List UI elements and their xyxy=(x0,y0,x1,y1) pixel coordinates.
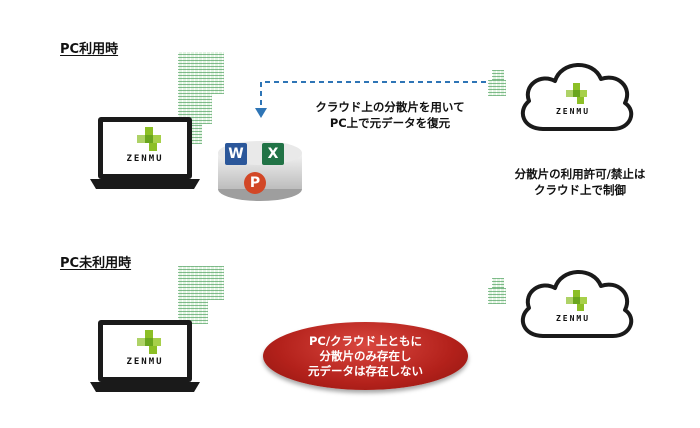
data-fragment-cloud-bottom xyxy=(488,278,508,304)
zenmu-logo-icon xyxy=(137,330,161,354)
zenmu-logo-icon xyxy=(137,127,161,151)
restore-caption: クラウド上の分散片を用いて PC上で元データを復元 xyxy=(305,99,475,131)
restore-caption-line-1: クラウド上の分散片を用いて xyxy=(315,100,465,114)
restore-caption-line-2: PC上で元データを復元 xyxy=(329,116,451,130)
laptop-bottom xyxy=(90,320,200,392)
status-bubble: PC/クラウド上ともに 分散片のみ存在し 元データは存在しない xyxy=(263,322,468,390)
status-bubble-line-3: 元データは存在しない xyxy=(308,363,423,378)
laptop-top-screen: ZENMU xyxy=(103,120,187,172)
cloud-top xyxy=(520,63,634,131)
data-fragment-laptop-bottom xyxy=(178,266,224,324)
permission-caption: 分散片の利用許可/禁止は クラウド上で制御 xyxy=(500,166,660,198)
permission-caption-line-1: 分散片の利用許可/禁止は xyxy=(514,167,646,181)
word-icon: W xyxy=(225,143,247,165)
excel-icon: X xyxy=(262,143,284,165)
laptop-top-logo-text: ZENMU xyxy=(126,154,164,164)
powerpoint-icon: P xyxy=(244,172,266,194)
status-bubble-line-1: PC/クラウド上ともに xyxy=(308,333,423,348)
cloud-bottom xyxy=(520,270,634,338)
status-bubble-line-2: 分散片のみ存在し xyxy=(319,348,412,363)
laptop-bottom-logo-text: ZENMU xyxy=(126,357,164,367)
laptop-bottom-screen: ZENMU xyxy=(103,323,187,375)
permission-caption-line-2: クラウド上で制御 xyxy=(534,183,626,197)
cloud-bottom-logo-text: ZENMU xyxy=(555,314,591,323)
section-title-pc-in-use: PC利用時 xyxy=(60,42,119,57)
section-title-pc-not-in-use: PC未利用時 xyxy=(60,256,132,271)
data-fragment-cloud-top xyxy=(488,70,508,96)
cloud-top-logo-text: ZENMU xyxy=(555,107,591,116)
restore-arrow xyxy=(255,81,495,118)
